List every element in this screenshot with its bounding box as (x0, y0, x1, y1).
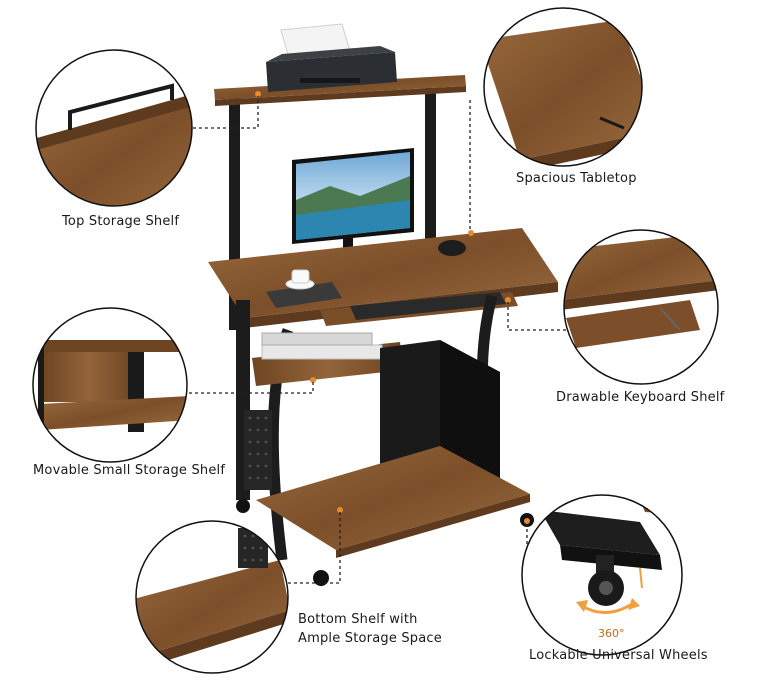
detail-wheels: 360° (521, 494, 683, 656)
label-keyboard-shelf: Drawable Keyboard Shelf (556, 390, 725, 405)
detail-tabletop (483, 7, 643, 167)
monitor (292, 148, 414, 264)
label-universal-wheels: Lockable Universal Wheels (529, 648, 708, 663)
label-bottom-shelf-line2: Ample Storage Space (298, 631, 442, 646)
label-spacious-tabletop: Spacious Tabletop (516, 171, 637, 186)
printer (266, 23, 397, 92)
desk-illustration (208, 23, 558, 586)
detail-top-shelf (35, 49, 193, 207)
label-small-storage-shelf: Movable Small Storage Shelf (33, 463, 226, 478)
label-bottom-shelf-line1: Bottom Shelf with (298, 612, 418, 627)
label-bottom-shelf: Bottom Shelf with Ample Storage Space (298, 610, 458, 648)
detail-keyboard-shelf (563, 229, 719, 385)
detail-bottom-shelf (135, 520, 289, 674)
rotation-label: 360° (598, 627, 625, 640)
detail-small-shelf (32, 307, 188, 463)
label-top-storage-shelf: Top Storage Shelf (62, 214, 180, 229)
callout-connectors (189, 96, 566, 584)
